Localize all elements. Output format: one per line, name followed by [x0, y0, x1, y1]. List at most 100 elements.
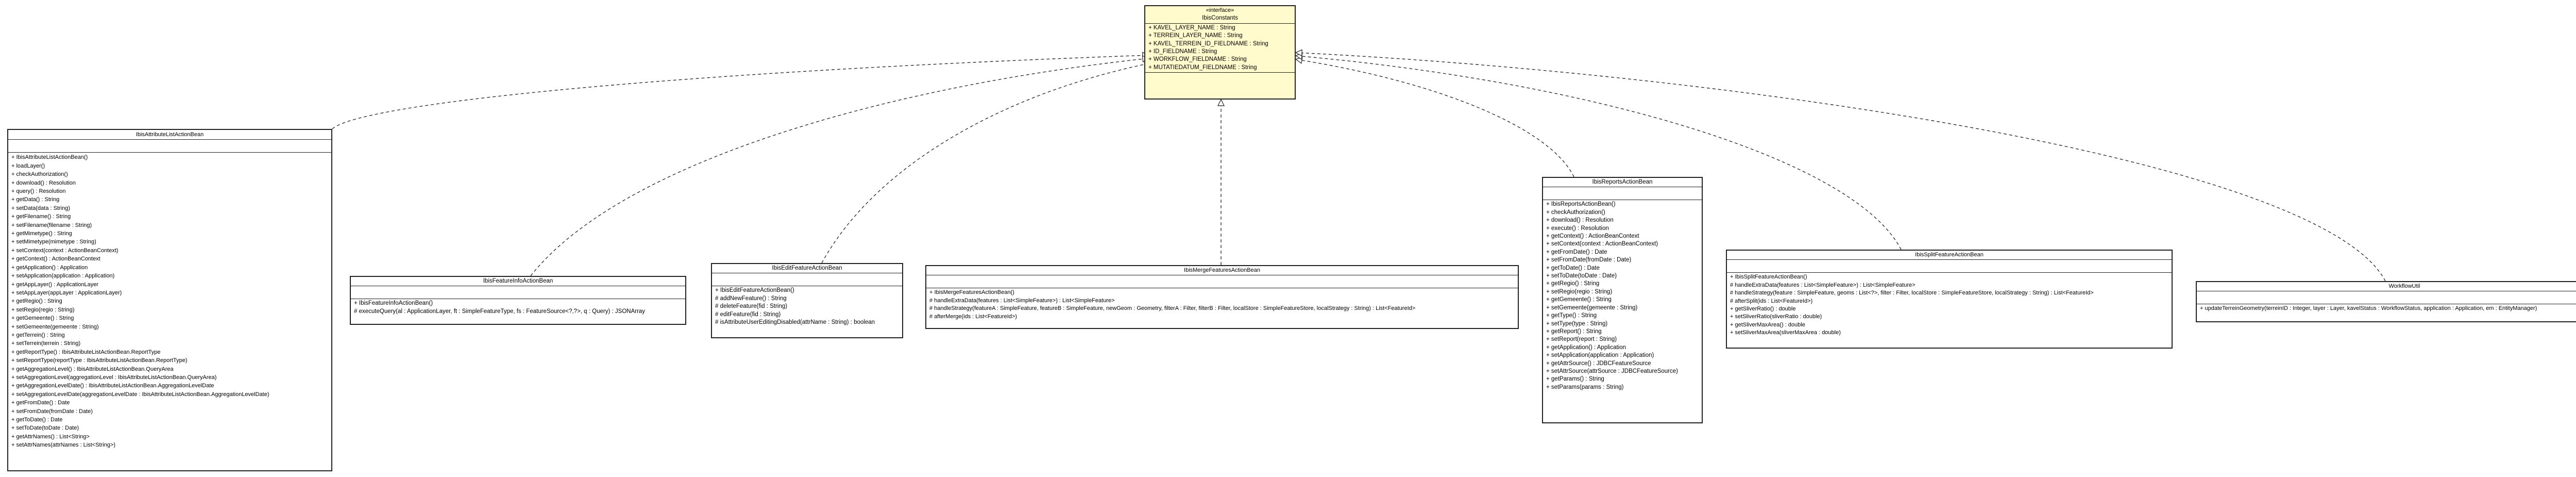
- method-row: + setGemeente(gemeente : String): [1546, 304, 1638, 311]
- method-row: + getFilename() : String: [11, 213, 71, 220]
- methods-section: + updateTerreinGeometry(terreinID : Inte…: [2197, 304, 2576, 313]
- method-row: + getToDate() : Date: [11, 417, 63, 423]
- methods-section: + IbisSplitFeatureActionBean() # handleE…: [1727, 273, 2172, 337]
- fields-section: [2197, 291, 2576, 305]
- method-row: + setSliverRatio(sliverRatio : double): [1730, 314, 1822, 320]
- class-header: IbisSplitFeatureActionBean: [1727, 251, 2172, 260]
- field-row: + KAVEL_LAYER_NAME : String: [1148, 24, 1235, 31]
- method-row: + setAppLayer(appLayer : ApplicationLaye…: [11, 289, 122, 296]
- method-row: # isAttributeUserEditingDisabled(attrNam…: [715, 319, 875, 326]
- method-row: + IbisFeatureInfoActionBean(): [354, 300, 433, 307]
- realization-edge-reports: [1296, 59, 1574, 177]
- method-row: + getContext() : ActionBeanContext: [1546, 233, 1639, 240]
- method-row: + getMimetype() : String: [11, 231, 72, 237]
- method-row: # handleExtraData(features : List<Simple…: [929, 297, 1115, 304]
- method-row: # handleExtraData(features : List<Simple…: [1730, 282, 1916, 288]
- class-header: «interface» IbisConstants: [1145, 6, 1295, 24]
- class-name: WorkflowUtil: [2388, 283, 2420, 289]
- method-row: + getFromDate() : Date: [1546, 249, 1607, 255]
- method-row: + setRegio(regio : String): [11, 306, 75, 313]
- method-row: + updateTerreinGeometry(terreinID : Inte…: [2200, 305, 2537, 312]
- fields-section: + KAVEL_LAYER_NAME : String + TERREIN_LA…: [1145, 24, 1295, 73]
- method-row: + getToDate() : Date: [1546, 265, 1600, 271]
- method-row: # handleStrategy(feature : SimpleFeature…: [1730, 290, 2094, 297]
- field-row: + MUTATIEDATUM_FIELDNAME : String: [1148, 64, 1257, 71]
- class-workflow-util: WorkflowUtil + updateTerreinGeometry(ter…: [2196, 281, 2576, 322]
- method-row: # deleteFeature(fid : String): [715, 303, 787, 310]
- realization-edge-attribute-list: [332, 55, 1149, 129]
- method-row: # handleStrategy(featureA : SimpleFeatur…: [929, 305, 1416, 312]
- method-row: + getApplication() : Application: [1546, 344, 1626, 351]
- fields-section: [8, 140, 331, 153]
- method-row: # executeQuery(al : ApplicationLayer, ft…: [354, 308, 646, 315]
- method-row: + setData(data : String): [11, 205, 71, 211]
- methods-section: + IbisEditFeatureActionBean() # addNewFe…: [712, 286, 902, 327]
- method-row: + setApplication(application : Applicati…: [11, 273, 115, 279]
- method-row: + setTerrein(terrein : String): [11, 340, 81, 347]
- methods-section: + IbisFeatureInfoActionBean() # executeQ…: [351, 299, 685, 316]
- method-row: + setReport(report : String): [1546, 336, 1617, 343]
- method-row: + execute() : Resolution: [1546, 225, 1609, 232]
- method-row: + setGemeente(gemeente : String): [11, 323, 99, 330]
- method-row: # addNewFeature() : String: [715, 295, 787, 302]
- method-row: + getParams() : String: [1546, 376, 1604, 383]
- fields-section: [1727, 260, 2172, 273]
- class-name: IbisSplitFeatureActionBean: [1915, 252, 1984, 258]
- method-row: + setAttrNames(attrNames : List<String>): [11, 442, 116, 449]
- method-row: + checkAuthorization(): [11, 171, 68, 178]
- class-ibis-reports-action-bean: IbisReportsActionBean + IbisReportsActio…: [1542, 177, 1703, 423]
- fields-section: [351, 286, 685, 300]
- method-row: + setContext(context : ActionBeanContext…: [11, 247, 118, 254]
- class-name: IbisReportsActionBean: [1592, 179, 1653, 185]
- method-row: + getType() : String: [1546, 312, 1597, 319]
- method-row: + setContext(context : ActionBeanContext…: [1546, 241, 1658, 248]
- method-row: + getContext() : ActionBeanContext: [11, 256, 100, 262]
- method-row: + getAppLayer() : ApplicationLayer: [11, 281, 99, 288]
- method-row: + setAttrSource(attrSource : JDBCFeature…: [1546, 368, 1678, 374]
- class-ibis-merge-features-action-bean: IbisMergeFeaturesActionBean + IbisMergeF…: [925, 265, 1519, 329]
- class-header: IbisFeatureInfoActionBean: [351, 277, 685, 287]
- method-row: # afterSplit(ids : List<FeatureId>): [1730, 298, 1813, 304]
- method-row: + getFromDate() : Date: [11, 400, 70, 406]
- method-row: + getData() : String: [11, 196, 60, 203]
- realization-edge-feature-info: [530, 58, 1149, 276]
- interface-ibis-constants: «interface» IbisConstants + KAVEL_LAYER_…: [1144, 5, 1296, 100]
- field-row: + KAVEL_TERREIN_ID_FIELDNAME : String: [1148, 40, 1268, 47]
- method-row: # afterMerge(ids : List<FeatureId>): [929, 313, 1017, 320]
- fields-section: [1543, 187, 1702, 201]
- method-row: + setFromDate(fromDate : Date): [1546, 257, 1632, 264]
- stereotype-label: «interface»: [1206, 7, 1234, 13]
- method-row: + checkAuthorization(): [1546, 209, 1605, 216]
- method-row: + getAttrSource() : JDBCFeatureSource: [1546, 360, 1651, 367]
- method-row: + getAttrNames() : List<String>: [11, 433, 90, 440]
- realization-edge-edit-feature: [821, 63, 1151, 264]
- class-name: IbisEditFeatureActionBean: [772, 265, 842, 271]
- class-ibis-edit-feature-action-bean: IbisEditFeatureActionBean + IbisEditFeat…: [711, 263, 903, 338]
- method-row: + setReportType(reportType : IbisAttribu…: [11, 357, 188, 364]
- methods-section: + IbisMergeFeaturesActionBean() # handle…: [926, 288, 1518, 321]
- class-header: IbisEditFeatureActionBean: [712, 264, 902, 274]
- class-header: IbisMergeFeaturesActionBean: [926, 266, 1518, 276]
- class-header: IbisReportsActionBean: [1543, 178, 1702, 188]
- field-row: + WORKFLOW_FIELDNAME : String: [1148, 56, 1247, 63]
- realization-edge-split-feature: [1296, 56, 1902, 250]
- method-row: + setToDate(toDate : Date): [11, 425, 79, 432]
- method-row: + query() : Resolution: [11, 188, 66, 195]
- method-row: + getReport() : String: [1546, 328, 1602, 335]
- method-row: + setParams(params : String): [1546, 384, 1624, 390]
- method-row: + setFromDate(fromDate : Date): [11, 408, 93, 415]
- method-row: + getApplication() : Application: [11, 264, 88, 271]
- class-header: IbisAttributeListActionBean: [8, 130, 331, 140]
- method-row: + download() : Resolution: [11, 179, 76, 186]
- class-ibis-split-feature-action-bean: IbisSplitFeatureActionBean + IbisSplitFe…: [1726, 250, 2173, 349]
- methods-section: [1145, 73, 1295, 84]
- realization-edge-workflow-util: [1296, 53, 2386, 282]
- method-row: + setApplication(application : Applicati…: [1546, 352, 1654, 359]
- method-row: # editFeature(fid : String): [715, 311, 781, 318]
- method-row: + setFilename(filename : String): [11, 222, 92, 228]
- class-name: IbisConstants: [1202, 15, 1238, 22]
- field-row: + TERREIN_LAYER_NAME : String: [1148, 32, 1243, 39]
- class-ibis-feature-info-action-bean: IbisFeatureInfoActionBean + IbisFeatureI…: [350, 276, 686, 325]
